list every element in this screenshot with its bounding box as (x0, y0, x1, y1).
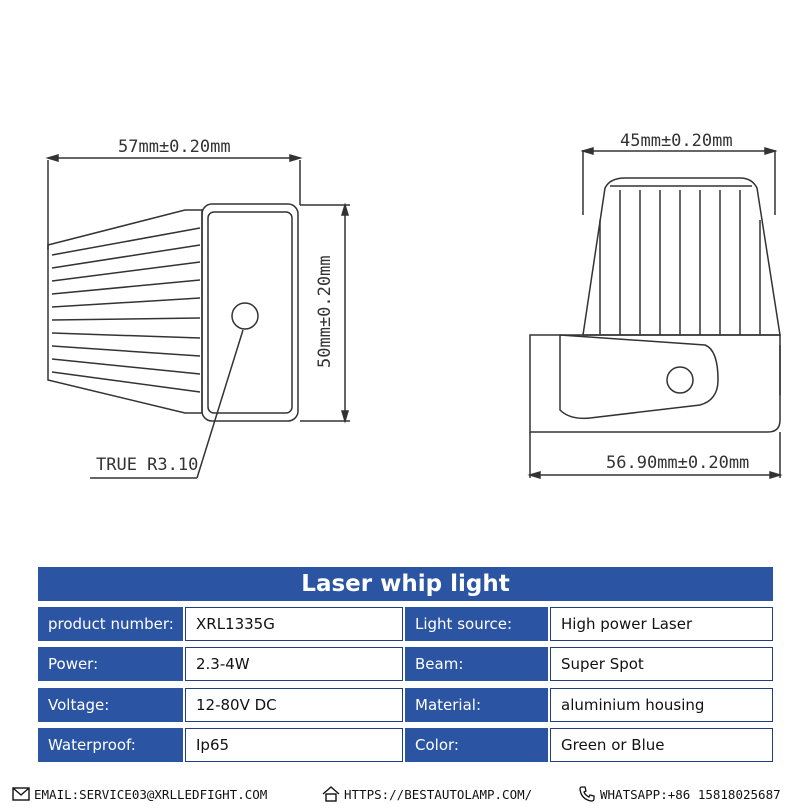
right-bottom-width-dimension: 56.90mm±0.20mm (606, 453, 749, 473)
home-icon (322, 786, 340, 802)
spec-label: Light source: (405, 607, 548, 641)
technical-drawing: 57mm±0.20mm 50mm±0.20mm TRUE R3.10 45mm±… (45, 131, 783, 480)
table-row: Waterproof: Ip65 Color: Green or Blue (38, 728, 773, 762)
phone-icon (579, 786, 595, 802)
contact-footer: EMAIL:SERVICE03@XRLLEDFIGHT.COM HTTPS://… (0, 782, 810, 806)
spec-value: aluminium housing (550, 688, 773, 722)
spec-value: 2.3-4W (185, 647, 403, 681)
spec-label: Color: (405, 728, 548, 762)
spec-label: Power: (38, 647, 183, 681)
spec-label: product number: (38, 607, 183, 641)
left-width-dimension: 57mm±0.20mm (118, 137, 231, 157)
spec-label: Beam: (405, 647, 548, 681)
spec-value: 12-80V DC (185, 688, 403, 722)
spec-value: Ip65 (185, 728, 403, 762)
right-top-width-dimension: 45mm±0.20mm (620, 131, 733, 151)
whatsapp-contact[interactable]: WHATSAPP:+86 15818025687 (578, 786, 781, 802)
spec-label: Material: (405, 688, 548, 722)
product-title: Laser whip light (38, 567, 773, 601)
left-height-dimension: 50mm±0.20mm (315, 255, 335, 368)
spec-label: Voltage: (38, 688, 183, 722)
spec-value: Super Spot (550, 647, 773, 681)
spec-label: Waterproof: (38, 728, 183, 762)
spec-value: Green or Blue (550, 728, 773, 762)
table-row: Voltage: 12-80V DC Material: aluminium h… (38, 688, 773, 722)
email-text: EMAIL:SERVICE03@XRLLEDFIGHT.COM (34, 786, 268, 802)
envelope-icon (12, 787, 30, 801)
website-link[interactable]: HTTPS://BESTAUTOLAMP.COM/ (322, 786, 532, 802)
table-row: Power: 2.3-4W Beam: Super Spot (38, 647, 773, 681)
table-row: product number: XRL1335G Light source: H… (38, 607, 773, 641)
whatsapp-text: WHATSAPP:+86 15818025687 (600, 786, 781, 802)
spec-value: XRL1335G (185, 607, 403, 641)
radius-note: TRUE R3.10 (96, 455, 198, 475)
website-text: HTTPS://BESTAUTOLAMP.COM/ (344, 786, 533, 802)
spec-value: High power Laser (550, 607, 773, 641)
email-contact[interactable]: EMAIL:SERVICE03@XRLLEDFIGHT.COM (12, 786, 267, 802)
